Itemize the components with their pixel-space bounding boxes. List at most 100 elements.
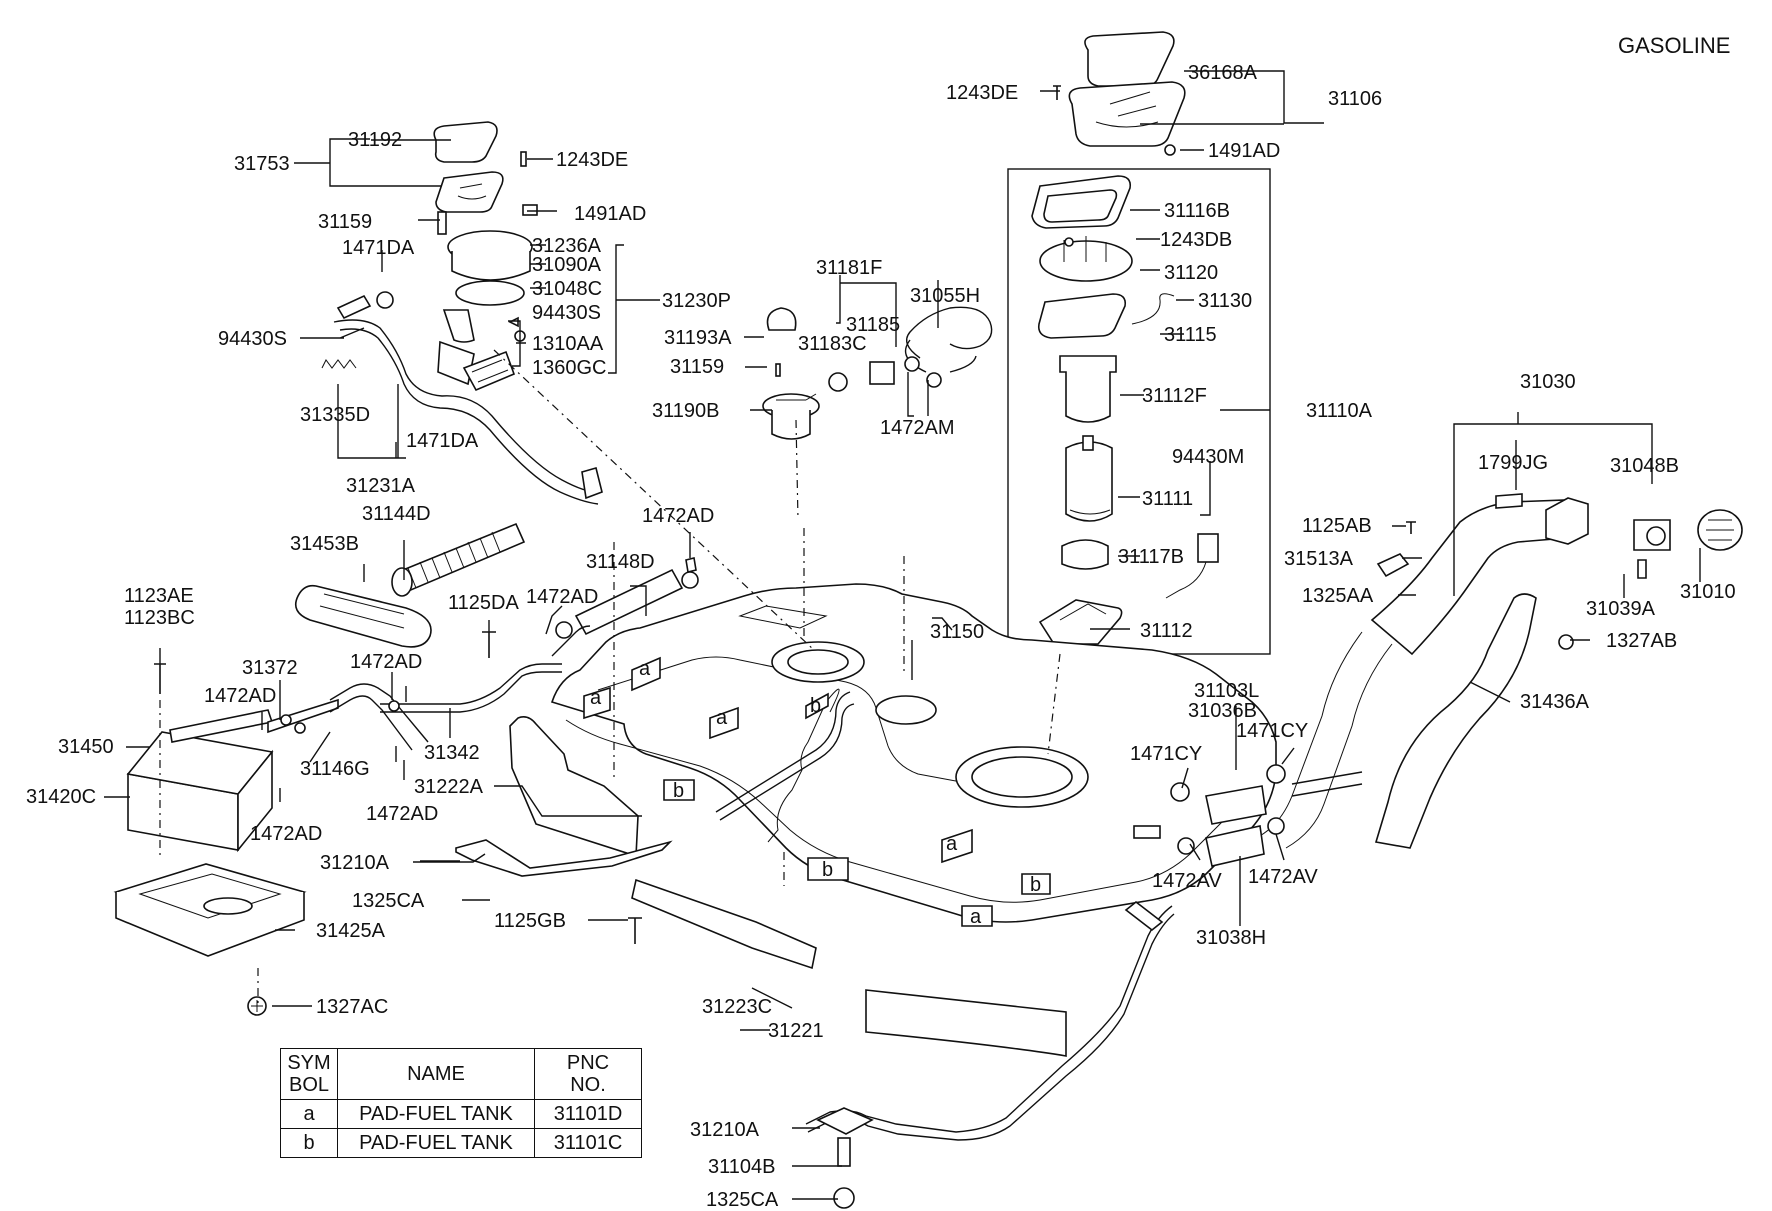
callout: 31159 bbox=[318, 211, 372, 233]
callout: 1325AA bbox=[1302, 585, 1374, 607]
callout: 31513A bbox=[1284, 548, 1354, 570]
callout: 31425A bbox=[316, 920, 386, 942]
callout: 31038H bbox=[1196, 927, 1266, 949]
callout: 31372 bbox=[242, 657, 298, 679]
callout: 31223C bbox=[702, 996, 772, 1018]
callout: 1472AD bbox=[642, 505, 714, 527]
callout: 1472AM bbox=[880, 417, 955, 439]
callout: 31111 bbox=[1142, 488, 1193, 510]
callout: 31185 bbox=[846, 314, 900, 336]
callout: 1125DA bbox=[448, 592, 519, 614]
callout: 31104B bbox=[708, 1156, 775, 1178]
callout: 1243DE bbox=[946, 82, 1018, 104]
callout: 31221 bbox=[768, 1020, 824, 1042]
parts-artwork bbox=[113, 31, 1743, 1209]
callout: 94430S bbox=[532, 302, 601, 324]
callout: 31335D bbox=[300, 404, 370, 426]
callout: 1471CY bbox=[1130, 743, 1202, 765]
callout: 31030 bbox=[1520, 371, 1576, 393]
pad-symbol: a bbox=[946, 833, 958, 855]
callout: 31036B bbox=[1188, 700, 1257, 722]
callout: 94430S bbox=[218, 328, 287, 350]
pad-symbol: b bbox=[822, 859, 833, 881]
callout: 31117B bbox=[1118, 546, 1184, 568]
callout: 36168A bbox=[1188, 62, 1258, 84]
header-name: NAME bbox=[337, 1048, 535, 1100]
callout: 1125GB bbox=[494, 910, 566, 932]
variant-label: GASOLINE bbox=[1618, 33, 1731, 58]
callout: 31039A bbox=[1586, 598, 1656, 620]
leader-lines bbox=[104, 70, 1701, 1200]
callout: 31115 bbox=[1164, 324, 1217, 346]
cell-pnc: 31101C bbox=[534, 1128, 642, 1158]
callout: 1472AD bbox=[350, 651, 422, 673]
callout: 1123BC bbox=[124, 607, 195, 629]
table-header-row: SYM BOL NAME PNC NO. bbox=[280, 1048, 642, 1100]
callout: 1491AD bbox=[1208, 140, 1280, 162]
callout: 31181F bbox=[816, 257, 882, 279]
callout: 31210A bbox=[690, 1119, 760, 1141]
callout: 1472AV bbox=[1152, 870, 1222, 892]
table-row: b PAD-FUEL TANK 31101C bbox=[280, 1128, 642, 1158]
callout: 1123AE bbox=[124, 585, 194, 607]
callout: 31190B bbox=[652, 400, 719, 422]
callout: 31048B bbox=[1610, 455, 1679, 477]
callout: 1243DE bbox=[556, 149, 628, 171]
callout: 1471DA bbox=[406, 430, 479, 452]
cell-name: PAD-FUEL TANK bbox=[337, 1128, 535, 1158]
callout: 31010 bbox=[1680, 581, 1736, 603]
callout: 31420C bbox=[26, 786, 96, 808]
callout: 1125AB bbox=[1302, 515, 1372, 537]
callout: 31146G bbox=[300, 758, 370, 780]
callout-labels: 36168A 1243DE 31106 1491AD 31116B 1243DB… bbox=[26, 62, 1736, 1211]
callout: 31159 bbox=[670, 356, 724, 378]
callout: 31230P bbox=[662, 290, 731, 312]
callout: 1310AA bbox=[532, 333, 604, 355]
callout: 31110A bbox=[1306, 400, 1373, 422]
pad-symbol-labels: a a a a b b b a b bbox=[590, 658, 1041, 928]
callout: 1471DA bbox=[342, 237, 415, 259]
callout: 94430M bbox=[1172, 446, 1244, 468]
pad-symbol: b bbox=[810, 695, 821, 717]
callout: 1799JG bbox=[1478, 452, 1548, 474]
pad-symbol: b bbox=[1030, 874, 1041, 896]
callout: 31342 bbox=[424, 742, 480, 764]
cell-pnc: 31101D bbox=[534, 1099, 642, 1129]
callout: 31453B bbox=[290, 533, 359, 555]
callout: 31450 bbox=[58, 736, 114, 758]
pad-symbol: a bbox=[716, 707, 728, 729]
callout: 1472AD bbox=[204, 685, 276, 707]
callout: 1325CA bbox=[352, 890, 425, 912]
callout: 31436A bbox=[1520, 691, 1590, 713]
callout: 31144D bbox=[362, 503, 431, 525]
callout: 31103L bbox=[1194, 680, 1259, 702]
cell-name: PAD-FUEL TANK bbox=[337, 1099, 535, 1129]
cell-symbol: a bbox=[280, 1099, 338, 1129]
callout: 1327AC bbox=[316, 996, 388, 1018]
callout: 1325CA bbox=[706, 1189, 779, 1211]
callout: 31116B bbox=[1164, 200, 1230, 222]
callout: 31192 bbox=[348, 129, 402, 151]
callout: 31231A bbox=[346, 475, 416, 497]
callout: 1327AB bbox=[1606, 630, 1677, 652]
callout: 1472AD bbox=[526, 586, 598, 608]
callout: 31048C bbox=[532, 278, 602, 300]
callout: 31112F bbox=[1142, 385, 1207, 407]
callout: 31148D bbox=[586, 551, 655, 573]
callout: 31193A bbox=[664, 327, 732, 349]
table-row: a PAD-FUEL TANK 31101D bbox=[280, 1099, 642, 1129]
callout: 31210A bbox=[320, 852, 390, 874]
cell-symbol: b bbox=[280, 1128, 338, 1158]
symbol-legend-table: SYM BOL NAME PNC NO. a PAD-FUEL TANK 311… bbox=[280, 1048, 642, 1158]
pad-symbol: b bbox=[673, 780, 684, 802]
callout: 1472AD bbox=[366, 803, 438, 825]
callout: 31090A bbox=[532, 254, 602, 276]
callout: 1471CY bbox=[1236, 720, 1308, 742]
header-pnc: PNC NO. bbox=[534, 1048, 642, 1100]
callout: 31236A bbox=[532, 235, 602, 257]
callout: 31055H bbox=[910, 285, 980, 307]
callout: 31112 bbox=[1140, 620, 1193, 642]
callout: 1491AD bbox=[574, 203, 646, 225]
callout: 31130 bbox=[1198, 290, 1252, 312]
